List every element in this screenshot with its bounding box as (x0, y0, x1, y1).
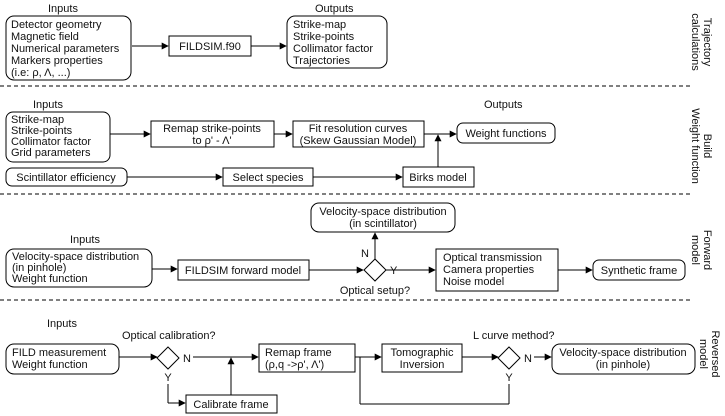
remap-strike-points-box (150, 120, 275, 148)
section-weight: Inputs Outputs Strike-map Strike-points … (5, 99, 713, 188)
output-line: Trajectories (293, 55, 351, 67)
trajectory-inputs-box (5, 15, 132, 81)
scintillator-efficiency-label: Scintillator efficiency (16, 172, 116, 184)
input-line: (i.e: ρ, Λ, ...) (11, 67, 70, 79)
fit-resolution-label: Fit resolution curves (309, 123, 408, 135)
optics-line: Optical transmission (443, 252, 542, 264)
inputs-heading: Inputs (33, 99, 63, 111)
calibration-decision (156, 346, 180, 370)
input-line: Weight function (12, 273, 88, 285)
input-line: Weight function (12, 359, 88, 371)
synthetic-frame-label: Synthetic frame (601, 265, 677, 277)
velocity-space-output-label: (in pinhole) (596, 359, 650, 371)
section-label: calculations (689, 13, 701, 71)
lcurve-decision (497, 346, 521, 370)
trajectory-outputs-box (286, 15, 388, 69)
weight-inputs-box (5, 111, 111, 163)
input-line: FILD measurement (12, 347, 106, 359)
input-line: Strike-points (11, 125, 73, 137)
inputs-heading: Inputs (70, 234, 100, 246)
remap-frame-box (258, 343, 356, 373)
input-line: Magnetic field (11, 31, 79, 43)
section-forward: Inputs Velocity-space distribution (in p… (5, 202, 713, 297)
section-label: Weight function (689, 108, 701, 184)
decision-question: Optical setup? (340, 285, 410, 297)
optics-line: Camera properties (443, 264, 535, 276)
decision-yes-label: Y (164, 372, 172, 384)
birks-model-label: Birks model (409, 172, 466, 184)
input-line: Markers properties (11, 55, 103, 67)
forward-model-label: FILDSIM forward model (185, 265, 301, 277)
optics-line: Noise model (443, 276, 504, 288)
input-line: (in pinhole) (12, 262, 66, 274)
inputs-heading: Inputs (48, 3, 78, 15)
optical-setup-decision (363, 258, 387, 282)
inputs-heading: Inputs (47, 318, 77, 330)
remap-strike-points-label: to ρ' - Λ' (192, 135, 231, 147)
tomographic-inversion-label: Tomographic (391, 347, 454, 359)
input-line: Grid parameters (11, 147, 91, 159)
section-reversed: Inputs Optical calibration? L curve meth… (5, 318, 721, 414)
velocity-space-output-box (551, 343, 696, 375)
input-line: Numerical parameters (11, 43, 120, 55)
reversed-inputs-box (5, 343, 120, 375)
section-label: model (697, 339, 709, 369)
fit-resolution-box (292, 120, 425, 148)
decision-no-label: N (524, 353, 532, 365)
decision-yes-label: Y (505, 372, 513, 384)
fit-resolution-label: (Skew Gaussian Model) (300, 135, 417, 147)
section-label: Forward (701, 230, 713, 270)
section-trajectory: Inputs Outputs Detector geometry Magneti… (5, 3, 713, 81)
input-line: Detector geometry (11, 19, 102, 31)
input-line: Velocity-space distribution (12, 251, 139, 263)
calibrate-frame-label: Calibrate frame (193, 399, 268, 411)
tomographic-inversion-box (381, 343, 463, 373)
section-label: model (689, 235, 701, 265)
outputs-heading: Outputs (484, 99, 523, 111)
optics-model-box (435, 248, 559, 292)
section-label: Build (701, 134, 713, 158)
scintillator-distribution-label: Velocity-space distribution (319, 206, 446, 218)
remap-frame-label: (ρ,q ->ρ', Λ') (265, 359, 324, 371)
tomographic-inversion-label: Inversion (400, 359, 445, 371)
weight-functions-output-label: Weight functions (465, 128, 547, 140)
input-line: Collimator factor (11, 136, 91, 148)
calibration-question: Optical calibration? (122, 330, 216, 342)
output-line: Strike-map (293, 19, 346, 31)
scintillator-distribution-box (310, 202, 456, 233)
fildsim-code-label: FILDSIM.f90 (179, 41, 241, 53)
remap-strike-points-label: Remap strike-points (163, 123, 261, 135)
synthetic-frame-box (592, 259, 686, 281)
section-label: Reversed (709, 330, 721, 377)
velocity-space-output-label: Velocity-space distribution (559, 347, 686, 359)
scintillator-distribution-label: (in scintillator) (349, 218, 417, 230)
select-species-label: Select species (233, 172, 304, 184)
weight-functions-output-box (456, 122, 556, 144)
forward-inputs-box (5, 248, 153, 288)
decision-no-label: N (361, 248, 369, 260)
decision-no-label: N (183, 353, 191, 365)
output-line: Strike-points (293, 31, 355, 43)
remap-frame-label: Remap frame (265, 347, 332, 359)
lcurve-question: L curve method? (473, 330, 555, 342)
output-line: Collimator factor (293, 43, 373, 55)
outputs-heading: Outputs (315, 3, 354, 15)
decision-yes-label: Y (390, 265, 398, 277)
input-line: Strike-map (11, 114, 64, 126)
section-label: Trajectory (701, 18, 713, 67)
